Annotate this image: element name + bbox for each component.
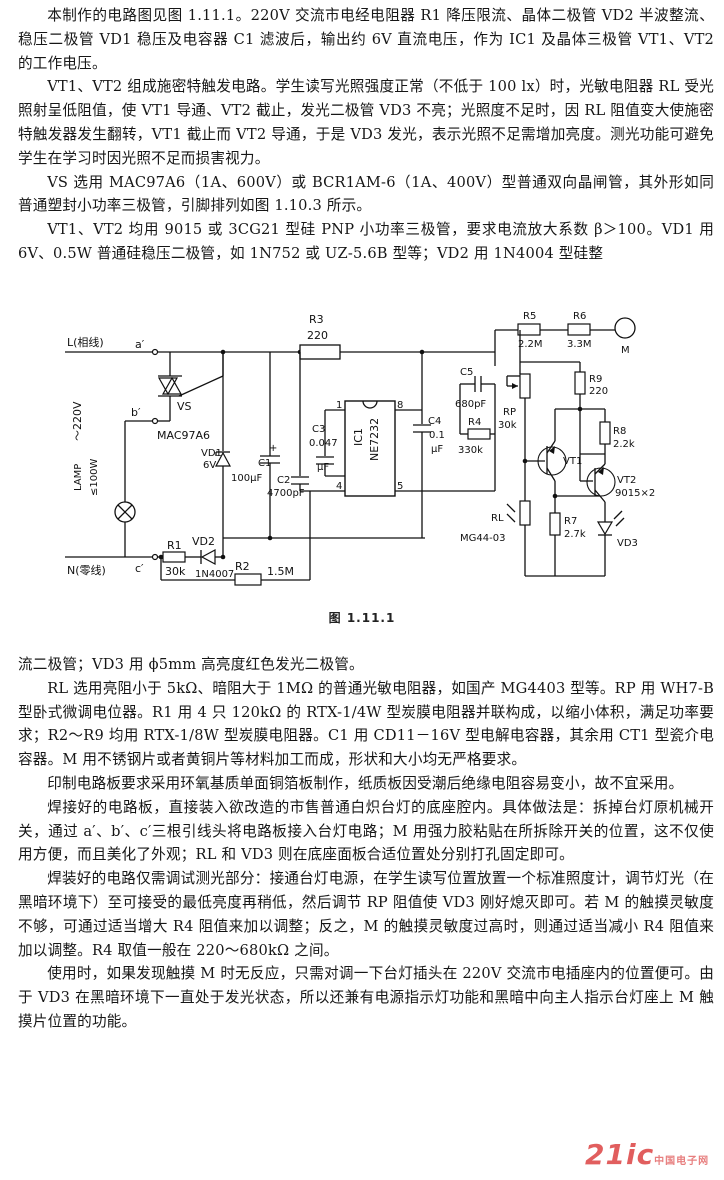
label-rl-model: MG44-03 (460, 533, 505, 544)
label-vd2-model: 1N4007 (195, 569, 234, 580)
ic1-chip (344, 400, 396, 497)
label-r6: R6 (573, 311, 586, 322)
label-r1: R1 (167, 539, 182, 552)
label-lamp-power: ≤100W (89, 459, 100, 496)
resistor-r9 (574, 371, 586, 395)
paragraph-calibration: 焊装好的电路仅需调试测光部分：接通台灯电源，在学生读写位置放置一个标准照度计，调… (18, 870, 714, 959)
paragraph-transistor-selection: VT1、VT2 均用 9015 或 3CG21 型硅 PNP 小功率三极管，要求… (18, 221, 714, 262)
label-c5-value: 680pF (455, 399, 486, 410)
label-m: M (621, 345, 630, 356)
label-vd2: VD2 (192, 535, 215, 548)
label-vt1: VT1 (563, 456, 582, 467)
resistor-r2 (234, 573, 262, 586)
paragraph-component-selection: RL 选用亮阻小于 5kΩ、暗阻大于 1MΩ 的普通光敏电阻器，如国产 MG44… (18, 679, 714, 769)
diode-vd2 (200, 548, 216, 566)
touch-plate-m (614, 317, 636, 339)
led-vd3 (596, 521, 614, 536)
paragraph-rectifier-led: 流二极管；VD3 用 ϕ5mm 高亮度红色发光二极管。 (18, 656, 364, 673)
label-c3-value: 0.047 (309, 438, 338, 449)
label-r3-value: 220 (307, 329, 328, 342)
label-c4-value: 0.1 (429, 430, 445, 441)
label-vd1: VD1 (201, 448, 222, 459)
transistor-vt1 (537, 446, 567, 476)
paragraph-installation: 焊接好的电路板，直接装入欲改造的市售普通白炽台灯的底座腔内。具体做法是：拆掉台灯… (18, 798, 714, 864)
potentiometer-rp (519, 373, 531, 399)
label-pin8: 8 (397, 400, 403, 411)
paragraph-vs-selection: VS 选用 MAC97A6（1A、600V）或 BCR1AM-6（1A、400V… (18, 173, 714, 215)
label-live-line: L(相线) (67, 335, 104, 349)
site-watermark: 21ic中国电子网 (585, 1138, 709, 1171)
paragraph-circuit-overview: 本制作的电路图见图 1.11.1。220V 交流市电经电阻器 R1 降压限流、晶… (18, 7, 714, 72)
resistor-r6 (567, 323, 591, 336)
label-vd3: VD3 (617, 538, 638, 549)
figure-caption: 图 1.11.1 (328, 611, 396, 625)
label-r7: R7 (564, 516, 577, 527)
label-c5: C5 (460, 367, 473, 378)
label-r9: R9 (589, 374, 602, 385)
label-pin5: 5 (397, 481, 403, 492)
label-r5-value: 2.2M (518, 339, 543, 350)
label-r6-value: 3.3M (567, 339, 592, 350)
label-r1-value: 30k (165, 565, 186, 578)
label-ic1-model: NE7232 (368, 418, 381, 461)
label-r7-value: 2.7k (564, 529, 586, 540)
label-c4: C4 (428, 416, 441, 427)
label-pin4: 4 (336, 481, 342, 492)
label-vd1-value: 6V (203, 460, 216, 471)
label-rp: RP (503, 407, 516, 418)
label-r9-value: 220 (589, 386, 608, 397)
label-r4-value: 330k (458, 445, 483, 456)
label-node-b: b′ (131, 406, 141, 419)
label-rp-value: 30k (498, 420, 517, 431)
label-r4: R4 (468, 417, 481, 428)
label-vt-model: 9015×2 (615, 488, 655, 499)
label-c1: C1 (258, 458, 271, 469)
label-vs-model: MAC97A6 (157, 429, 210, 442)
transistor-vt2 (586, 467, 616, 497)
label-c4-unit: μF (431, 444, 443, 455)
resistor-r7 (549, 512, 561, 536)
paragraph-usage: 使用时，如果发现触摸 M 时无反应，只需对调一下台灯插头在 220V 交流市电插… (18, 965, 714, 1030)
label-c1-plus: + (269, 443, 277, 454)
resistor-r8 (599, 421, 611, 445)
terminal-c (151, 553, 159, 561)
resistor-r3 (299, 344, 341, 360)
label-r3: R3 (309, 313, 324, 326)
resistor-r5 (517, 323, 541, 336)
label-c2-value: 4700pF (267, 488, 305, 499)
label-r2: R2 (235, 560, 250, 573)
label-mains: ～220V (71, 401, 84, 441)
bottom-text-block: 流二极管；VD3 用 ϕ5mm 高亮度红色发光二极管。 RL 选用亮阻小于 5k… (18, 653, 714, 1034)
label-c3-unit: μF (317, 462, 329, 473)
paragraph-pcb: 印制电路板要求采用环氧基质单面铜箔板制作，纸质板因受潮后绝缘电阻容易变小，故不宜… (47, 774, 684, 792)
resistor-r4 (467, 428, 491, 440)
label-r5: R5 (523, 311, 536, 322)
circuit-diagram: L(相线) a′ R3 220 VS MAC97A6 b′ LAMP ≤100W… (65, 311, 655, 586)
label-node-a: a′ (135, 338, 145, 351)
label-vt2: VT2 (617, 475, 636, 486)
label-r2-value: 1.5M (267, 565, 294, 578)
terminal-a (151, 348, 159, 356)
top-text-block: 本制作的电路图见图 1.11.1。220V 交流市电经电阻器 R1 降压限流、晶… (18, 4, 714, 266)
label-ic1: IC1 (352, 428, 365, 446)
label-r8-value: 2.2k (613, 439, 635, 450)
label-c3: C3 (312, 424, 325, 435)
label-neutral-line: N(零线) (67, 563, 106, 577)
resistor-r1 (162, 551, 186, 563)
terminal-b (151, 417, 159, 425)
label-vs: VS (177, 400, 192, 413)
label-r8: R8 (613, 426, 626, 437)
watermark-sub: 中国电子网 (654, 1156, 710, 1167)
photoresistor-rl (519, 500, 531, 526)
label-rl: RL (491, 513, 504, 524)
label-node-c: c′ (135, 562, 144, 575)
label-pin1: 1 (336, 400, 342, 411)
label-c2: C2 (277, 475, 290, 486)
watermark-main: 21ic (585, 1138, 655, 1171)
label-lamp: LAMP (73, 464, 84, 491)
label-c1-value: 100μF (231, 473, 262, 484)
paragraph-schmitt-trigger: VT1、VT2 组成施密特触发电路。学生读写光照强度正常（不低于 100 lx）… (18, 78, 714, 167)
